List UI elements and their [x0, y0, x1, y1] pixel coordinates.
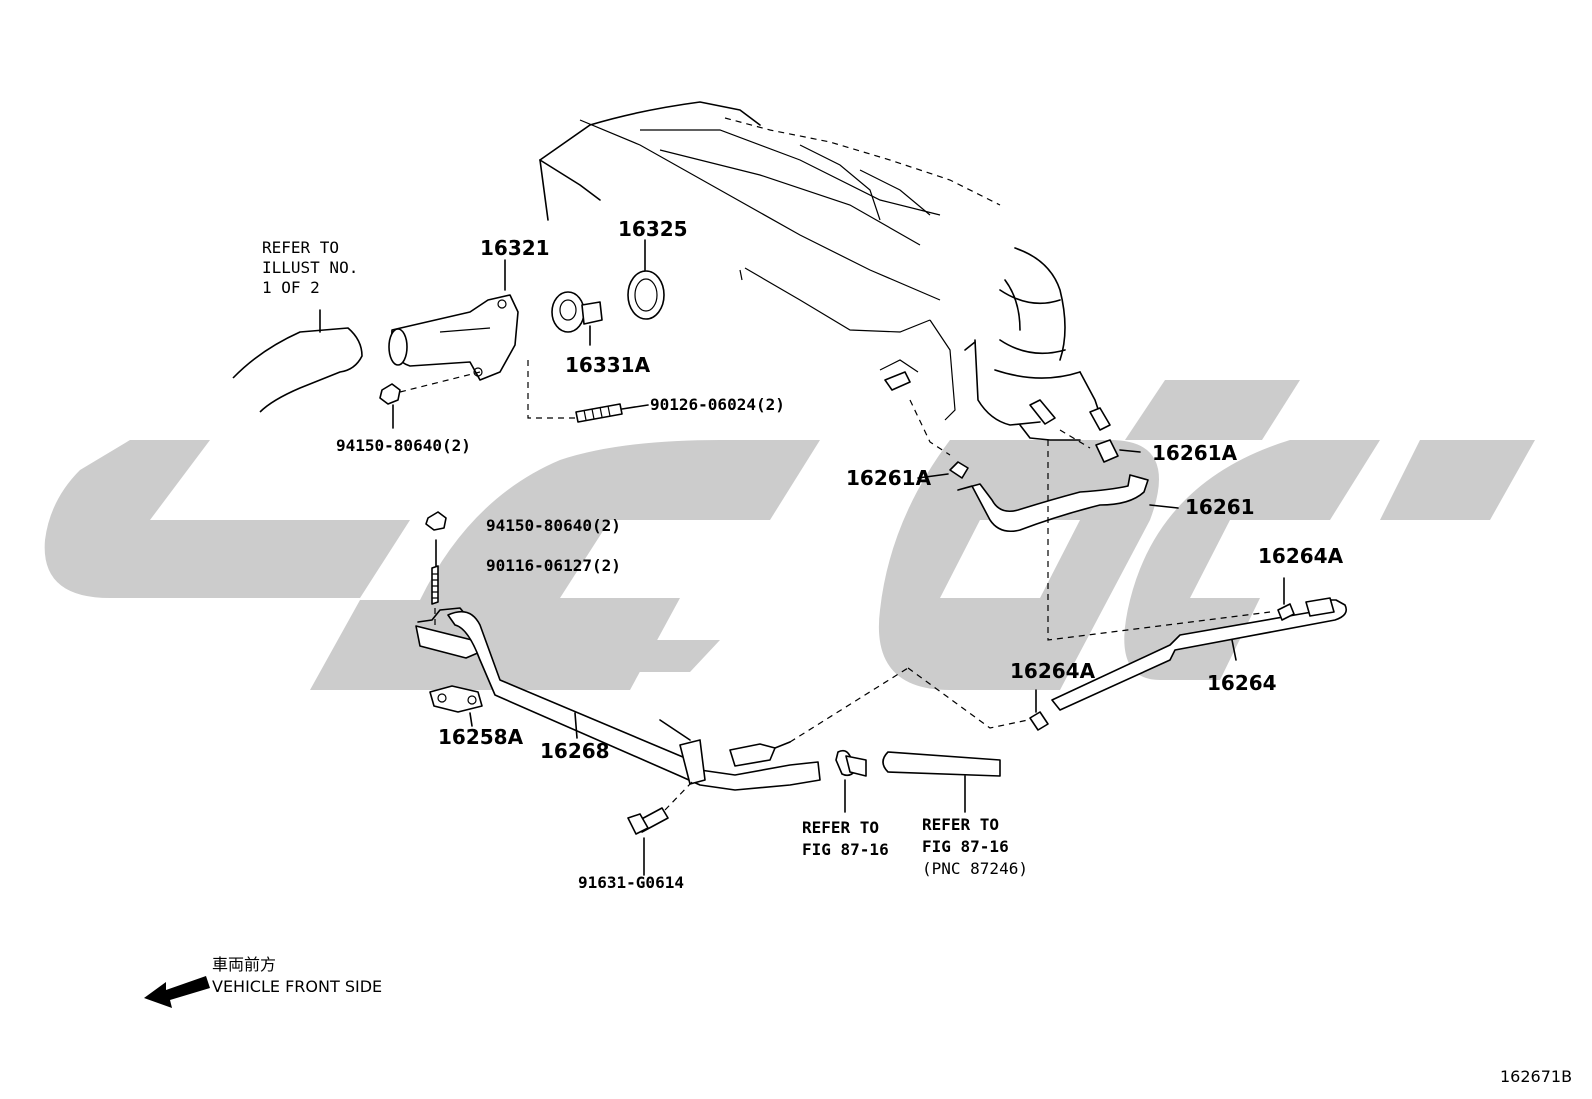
- refer-illust-line3: 1 OF 2: [262, 278, 320, 297]
- illustration-number: 162671B: [1500, 1067, 1572, 1086]
- engine-block-outline: [539, 101, 1001, 421]
- label-16264a-mid: 16264A: [1010, 659, 1096, 683]
- label-16321: 16321: [480, 236, 550, 260]
- label-16264: 16264: [1207, 671, 1277, 695]
- label-90116: 90116-06127(2): [486, 556, 621, 575]
- water-pipe-16268: [415, 511, 909, 791]
- label-16261: 16261: [1185, 495, 1255, 519]
- thermostat-16331a: [551, 291, 603, 346]
- refer-illust-line1: REFER TO: [262, 238, 339, 257]
- refer-fig-b-line3: (PNC 87246): [922, 859, 1028, 878]
- intake-throttle-body: [964, 247, 1111, 441]
- label-94150-top: 94150-80640(2): [336, 436, 471, 455]
- label-16325: 16325: [618, 217, 688, 241]
- bolt-91631: [627, 781, 693, 876]
- label-16268: 16268: [540, 739, 610, 763]
- label-16258a: 16258A: [438, 725, 524, 749]
- refer-fig-a-line1: REFER TO: [802, 818, 879, 837]
- label-16261a-left: 16261A: [846, 466, 932, 490]
- refer-fig-b-line2: FIG 87-16: [922, 837, 1009, 856]
- upper-radiator-hose: [232, 309, 363, 413]
- label-91631: 91631-G0614: [578, 873, 684, 892]
- hose-16261: [909, 399, 1179, 533]
- water-outlet-16321: [388, 259, 519, 381]
- direction-english: VEHICLE FRONT SIDE: [212, 977, 382, 996]
- gasket-16325: [627, 239, 665, 320]
- part-labels: REFER TO ILLUST NO. 1 OF 2 16321 16325 1…: [212, 217, 1572, 1086]
- label-16331a: 16331A: [565, 353, 651, 377]
- heater-hoses-ref: [835, 749, 1001, 813]
- refer-illust-line2: ILLUST NO.: [262, 258, 358, 277]
- direction-japanese: 車両前方: [212, 955, 276, 974]
- label-94150-mid: 94150-80640(2): [486, 516, 621, 535]
- label-16261a-right: 16261A: [1152, 441, 1238, 465]
- vehicle-front-arrow-icon: [144, 976, 210, 1008]
- label-90126: 90126-06024(2): [650, 395, 785, 414]
- watermark-logo: [44, 380, 1535, 690]
- refer-fig-a-line2: FIG 87-16: [802, 840, 889, 859]
- refer-fig-b-line1: REFER TO: [922, 815, 999, 834]
- hose-16264: [907, 440, 1348, 731]
- label-16264a-top: 16264A: [1258, 544, 1344, 568]
- nut-and-stud-top: [379, 360, 649, 429]
